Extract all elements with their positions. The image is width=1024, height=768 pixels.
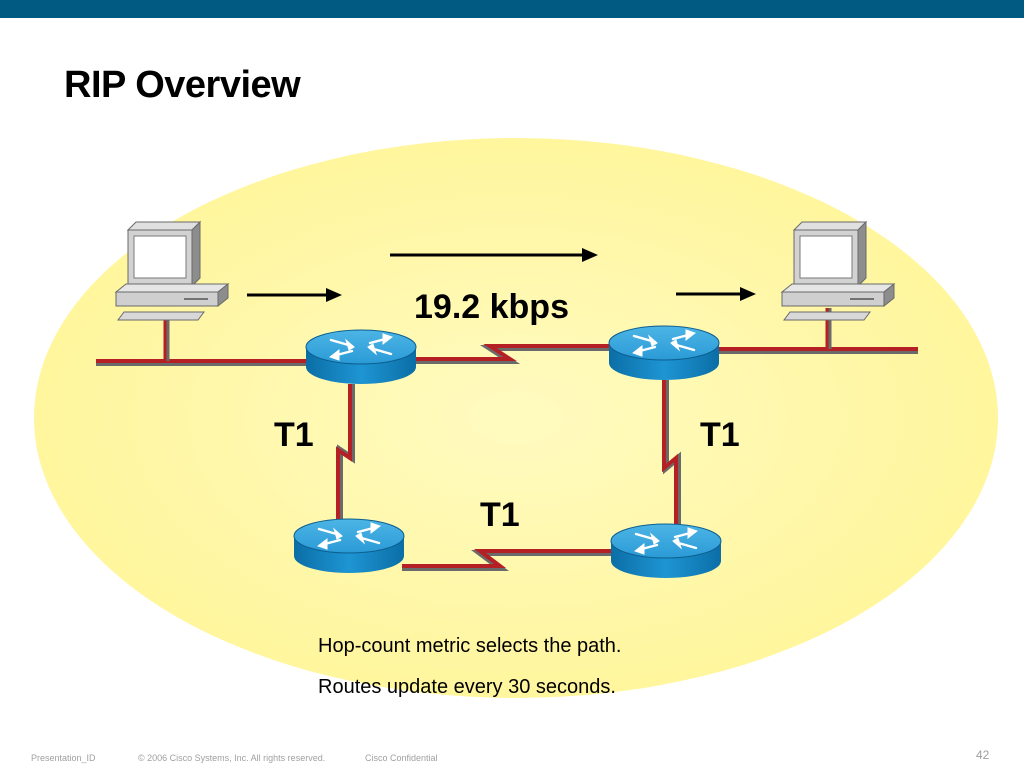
link-label-right: T1	[700, 416, 740, 454]
footer-presentation-id: Presentation_ID	[31, 753, 96, 763]
slide-title: RIP Overview	[64, 64, 301, 106]
lan-left	[96, 314, 312, 366]
router-top-right-icon	[607, 324, 721, 382]
serial-link-bottom	[402, 549, 612, 571]
router-bottom-right-icon	[609, 522, 723, 580]
background-oval	[34, 138, 998, 698]
serial-link-top	[412, 344, 612, 364]
top-bar	[0, 0, 1024, 18]
link-label-top: 19.2 kbps	[414, 288, 569, 326]
router-bottom-left-icon	[292, 517, 406, 575]
router-top-left-icon	[304, 328, 418, 386]
arrow-icon	[676, 287, 756, 301]
link-label-left: T1	[274, 416, 314, 454]
page-number: 42	[976, 748, 990, 762]
serial-link-left	[336, 384, 355, 532]
footer-copyright: © 2006 Cisco Systems, Inc. All rights re…	[138, 753, 326, 763]
footer-confidential: Cisco Confidential	[365, 753, 438, 763]
note-line-1: Hop-count metric selects the path.	[318, 635, 622, 657]
serial-link-right	[662, 380, 681, 536]
arrow-icon	[247, 288, 342, 302]
arrow-icon	[390, 248, 598, 262]
note-line-2: Routes update every 30 seconds.	[318, 676, 616, 698]
link-label-bottom: T1	[480, 496, 520, 534]
